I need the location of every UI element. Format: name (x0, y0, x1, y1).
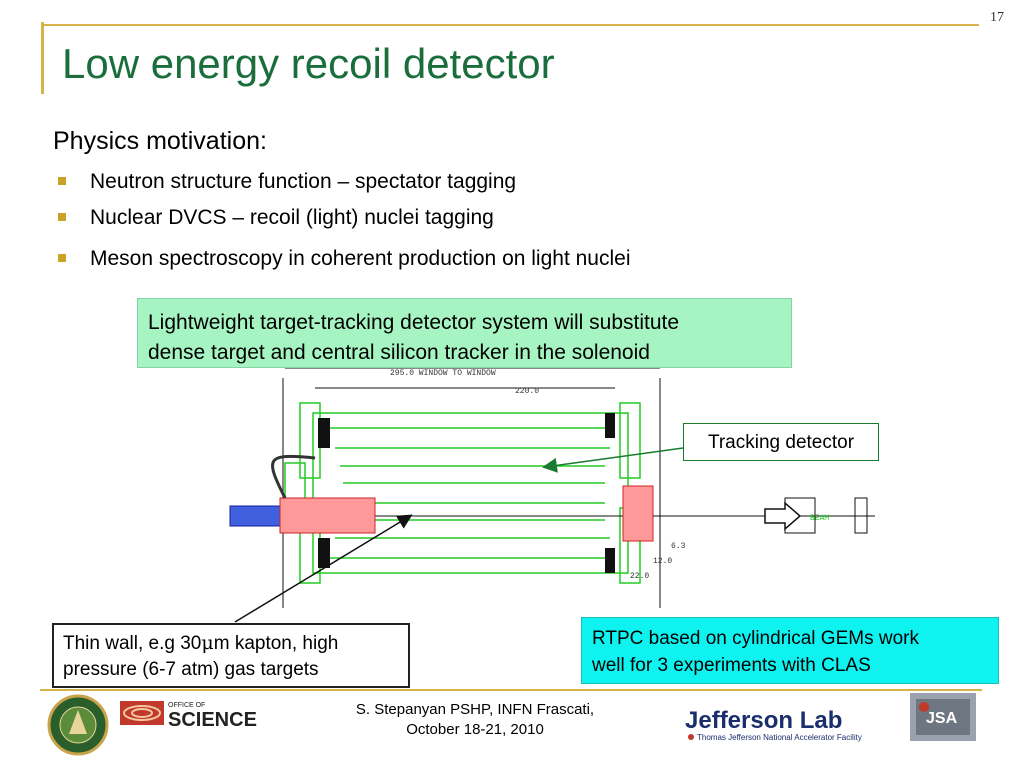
beam-label: BEAM (810, 514, 829, 523)
target-holder (279, 497, 376, 534)
slide-number: 17 (990, 10, 1004, 25)
thin-wall-text-a: Thin wall, e.g 30 (63, 633, 202, 654)
callout-thin-wall-line2: pressure (6-7 atm) gas targets (63, 659, 319, 680)
jlab-name: Jefferson Lab (685, 707, 842, 734)
flange-bolt-block (318, 418, 330, 448)
callout-thin-wall-line1: Thin wall, e.g 30μm kapton, high (63, 630, 408, 657)
callout-lightweight: Lightweight target-tracking detector sys… (137, 298, 792, 368)
beam-arrow (764, 501, 802, 531)
detector-drawing: 295.0 WINDOW TO WINDOW 220.0 6.3 12.0 22… (229, 367, 875, 608)
bullet-item: Nuclear DVCS – recoil (light) nuclei tag… (58, 206, 494, 230)
callout-thin-wall: Thin wall, e.g 30μm kapton, high pressur… (52, 623, 410, 688)
mu-symbol: μ (201, 632, 214, 654)
flange-bolt-block (605, 413, 615, 438)
callout-rtpc-line1: RTPC based on cylindrical GEMs work (592, 628, 919, 649)
tracking-detector-label: Tracking detector (683, 423, 879, 461)
doe-seal-icon (47, 694, 109, 756)
thin-wall-arrow (234, 514, 413, 623)
jsa-logo: JSA (910, 693, 976, 741)
footer-rule (40, 689, 982, 691)
footer-credit-line2: October 18-21, 2010 (406, 721, 544, 738)
jefferson-lab-logo: Jefferson Lab Thomas Jefferson National … (685, 707, 862, 742)
bullet-text: Nuclear DVCS – recoil (light) nuclei tag… (90, 206, 494, 229)
callout-rtpc-line2: well for 3 experiments with CLAS (592, 655, 871, 676)
callout-rtpc: RTPC based on cylindrical GEMs work well… (581, 617, 999, 684)
science-word: SCIENCE (168, 709, 257, 729)
motivation-heading: Physics motivation: (53, 127, 267, 155)
bullet-item: Meson spectroscopy in coherent productio… (58, 247, 630, 271)
bullet-text: Meson spectroscopy in coherent productio… (90, 247, 631, 270)
science-office-text: OFFICE OF (168, 702, 205, 709)
jsa-text: JSA (926, 710, 958, 727)
dim-label-22: 22.0 (630, 572, 649, 581)
footer-credit-line1: S. Stepanyan PSHP, INFN Frascati, (355, 701, 595, 718)
slide-title: Low energy recoil detector (62, 40, 555, 87)
flange-bolt-block (605, 548, 615, 573)
dim-label-6-3: 6.3 (671, 542, 686, 551)
tracking-arrow (542, 447, 684, 473)
bullet-square-icon (58, 213, 66, 221)
thin-wall-text-b: m kapton, high (213, 633, 339, 654)
bullet-text: Neutron structure function – spectator t… (90, 170, 517, 193)
jlab-subtitle: Thomas Jefferson National Accelerator Fa… (697, 733, 862, 742)
dim-label-window: 295.0 WINDOW TO WINDOW (390, 369, 496, 378)
office-of-science-logo: OFFICE OF SCIENCE (120, 701, 257, 729)
bullet-square-icon (58, 254, 66, 262)
dim-label-220: 220.0 (515, 387, 539, 396)
flange-bolt-block (318, 538, 330, 568)
callout-lightweight-line2: dense target and central silicon tracker… (148, 341, 650, 364)
gas-feed-tube (271, 454, 316, 499)
bullet-square-icon (58, 177, 66, 185)
downstream-window (622, 485, 654, 542)
title-rule (41, 24, 979, 26)
bullet-item: Neutron structure function – spectator t… (58, 170, 516, 194)
footer-credit: S. Stepanyan PSHP, INFN Frascati, Octobe… (300, 700, 650, 740)
callout-lightweight-line1: Lightweight target-tracking detector sys… (148, 311, 680, 334)
dim-label-12: 12.0 (653, 557, 672, 566)
title-accent-bar (41, 22, 44, 94)
